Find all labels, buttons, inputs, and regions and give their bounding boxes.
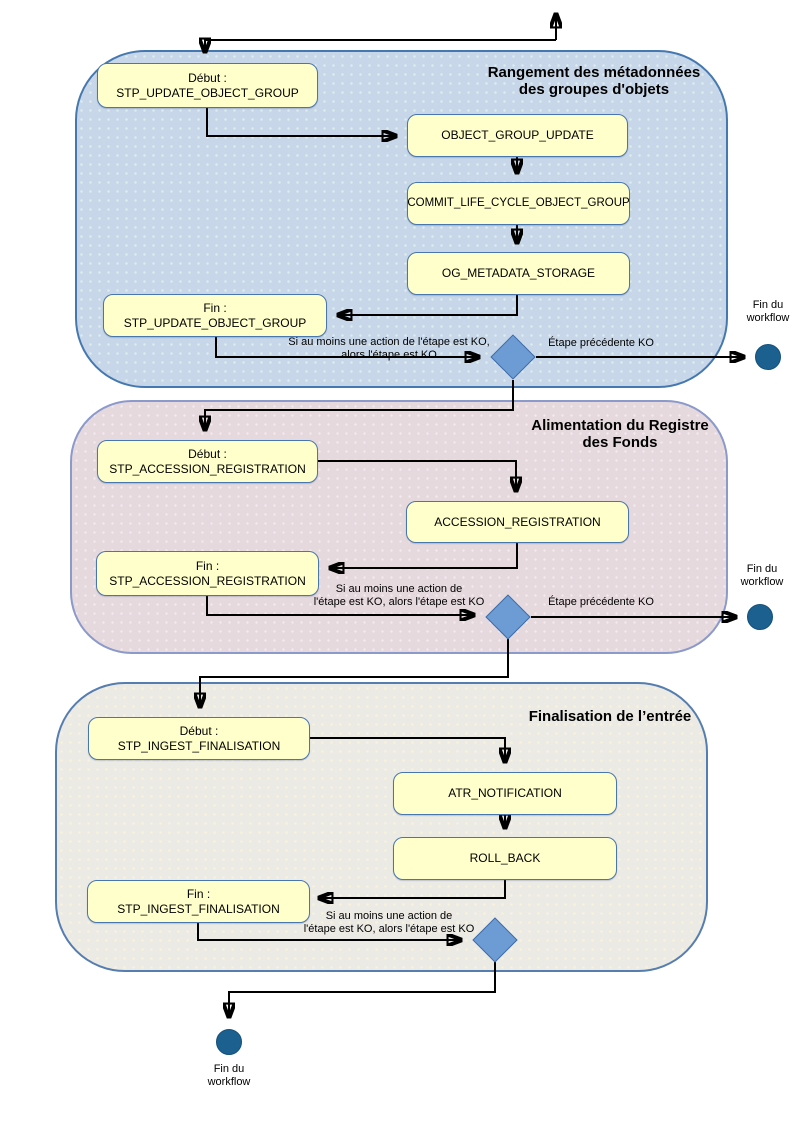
end-event-label-2: Fin du workflow [730,563,794,589]
task-commit-life-cycle-object-group: COMMIT_LIFE_CYCLE_OBJECT_GROUP [407,182,630,225]
step-label-line1: Début : [188,446,227,461]
edge-label-etape-precedente-ko-2: Étape précédente KO [548,596,654,608]
section1-title-line1: Rangement des métadonnées [487,64,701,81]
step-debut-stp-ingest-finalisation: Début : STP_INGEST_FINALISATION [88,717,310,760]
end-event-circle-3 [216,1029,242,1055]
step-fin-stp-accession-registration: Fin : STP_ACCESSION_REGISTRATION [96,551,319,596]
step-label-line2: STP_UPDATE_OBJECT_GROUP [116,85,299,100]
end-event-circle-1 [755,344,781,370]
step-debut-stp-accession-registration: Début : STP_ACCESSION_REGISTRATION [97,440,318,483]
task-og-metadata-storage: OG_METADATA_STORAGE [407,252,630,295]
end-event-label-line1: Fin du [752,299,784,311]
step-label-line2: STP_ACCESSION_REGISTRATION [109,461,306,476]
ko-condition-label-1: Si au moins une action de l'étape est KO… [274,336,504,362]
task-object-group-update: OBJECT_GROUP_UPDATE [407,114,628,157]
section2-title-line2: des Fonds [582,434,658,451]
end-event-label-line2: workflow [740,576,784,588]
ko-condition-line2: alors l'étape est KO [341,349,437,361]
task-accession-registration: ACCESSION_REGISTRATION [406,501,629,543]
step-label-line1: Début : [179,723,219,738]
step-label-line1: Fin : [203,300,227,315]
task-label: OBJECT_GROUP_UPDATE [441,128,594,142]
ko-condition-line1: Si au moins une action de [325,910,453,922]
end-event-label-3: Fin du workflow [197,1063,261,1089]
ko-condition-line1: Si au moins une action de [335,583,463,595]
ko-condition-line2: l'étape est KO, alors l'étape est KO [313,596,485,608]
end-event-circle-2 [747,604,773,630]
step-label-line2: STP_ACCESSION_REGISTRATION [109,573,306,588]
edge-label-etape-precedente-ko-1: Étape précédente KO [548,337,654,349]
step-label-line2: STP_INGEST_FINALISATION [117,901,280,916]
end-event-label-line1: Fin du [213,1063,245,1075]
end-event-label-1: Fin du workflow [736,299,794,325]
ko-condition-line2: l'étape est KO, alors l'étape est KO [303,923,475,935]
section3-title: Finalisation de l’entrée [485,708,735,725]
task-label: ACCESSION_REGISTRATION [434,514,601,529]
step-label-line1: Fin : [186,886,211,901]
task-label: ROLL_BACK [469,851,541,865]
section2-title-line1: Alimentation du Registre [531,417,709,434]
task-label: OG_METADATA_STORAGE [441,266,596,280]
section1-title-line2: des groupes d'objets [518,81,670,98]
section3-title-line1: Finalisation de l’entrée [528,708,692,725]
end-event-label-line2: workflow [746,312,790,324]
ko-condition-line1: Si au moins une action de l'étape est KO… [288,336,490,348]
step-label-line2: STP_INGEST_FINALISATION [117,738,281,753]
task-atr-notification: ATR_NOTIFICATION [393,772,617,815]
step-fin-stp-ingest-finalisation: Fin : STP_INGEST_FINALISATION [87,880,310,923]
step-label-line2: STP_UPDATE_OBJECT_GROUP [123,315,307,330]
end-event-label-line1: Fin du [746,563,778,575]
task-label: ATR_NOTIFICATION [448,786,562,800]
step-fin-stp-update-object-group: Fin : STP_UPDATE_OBJECT_GROUP [103,294,327,337]
step-label-line1: Début : [188,70,227,85]
step-debut-stp-update-object-group: Début : STP_UPDATE_OBJECT_GROUP [97,63,318,108]
step-label-line1: Fin : [195,558,220,573]
end-event-label-line2: workflow [207,1076,251,1088]
task-label: COMMIT_LIFE_CYCLE_OBJECT_GROUP [407,197,630,209]
section2-title: Alimentation du Registre des Fonds [500,417,740,451]
task-roll-back: ROLL_BACK [393,837,617,880]
section1-title: Rangement des métadonnées des groupes d'… [459,64,729,98]
